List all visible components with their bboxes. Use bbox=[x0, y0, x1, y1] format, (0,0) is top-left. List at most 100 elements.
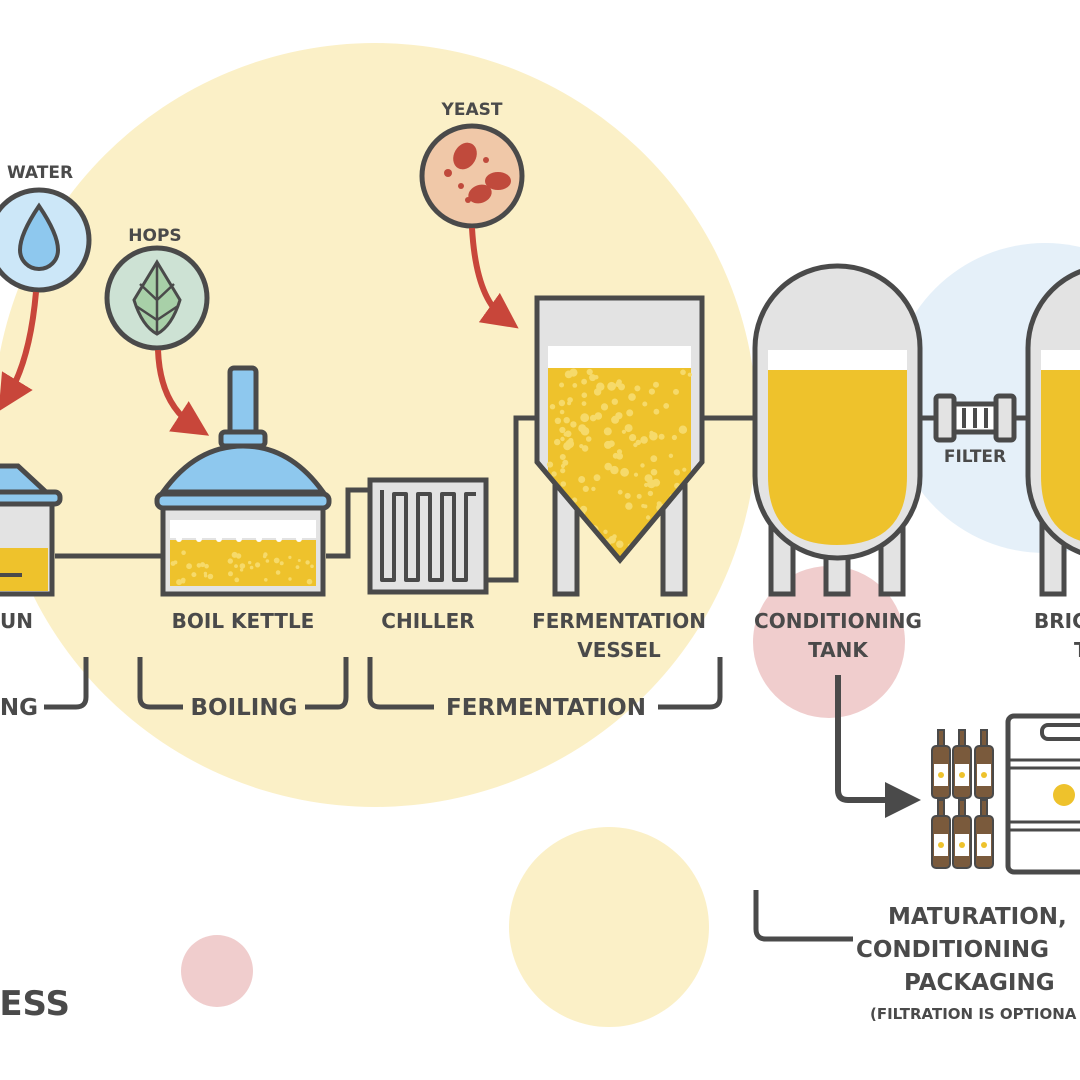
maturation-label-1: MATURATION, bbox=[888, 904, 1067, 930]
fermentation-stage-label: FERMENTATION bbox=[446, 695, 646, 721]
yeast-arrow bbox=[469, 227, 519, 329]
mash-tun bbox=[0, 463, 63, 597]
bubble bbox=[203, 574, 208, 578]
bubble bbox=[626, 409, 634, 417]
fermentation-vessel-label-2: VESSEL bbox=[577, 638, 661, 662]
bubble bbox=[621, 429, 627, 434]
bubble bbox=[558, 399, 566, 407]
bubble bbox=[653, 381, 659, 388]
fermentation-vessel bbox=[534, 295, 705, 597]
boil-kettle bbox=[154, 365, 332, 597]
bubble bbox=[559, 426, 566, 434]
bubble bbox=[181, 550, 186, 555]
bottle bbox=[974, 729, 994, 799]
bubble bbox=[560, 481, 567, 487]
pipe-chiller-to-fermenter bbox=[486, 415, 537, 583]
bubble bbox=[589, 374, 597, 382]
chiller-label: CHILLER bbox=[381, 609, 474, 633]
bubble bbox=[297, 559, 301, 562]
bubble bbox=[607, 381, 616, 391]
bubble bbox=[306, 578, 313, 585]
bubble bbox=[580, 426, 590, 436]
bubble bbox=[629, 434, 637, 442]
yeast-label: YEAST bbox=[441, 100, 503, 120]
bubble bbox=[310, 564, 314, 569]
bubble bbox=[549, 404, 556, 410]
bubble bbox=[582, 485, 589, 492]
bubble bbox=[581, 445, 589, 452]
bubble bbox=[305, 560, 310, 565]
bubble bbox=[645, 515, 651, 520]
bubble bbox=[624, 492, 631, 499]
bubble bbox=[663, 403, 670, 409]
bottles bbox=[931, 729, 994, 869]
bubble bbox=[207, 573, 214, 580]
filter bbox=[933, 393, 1017, 443]
bubble bbox=[176, 579, 183, 586]
bubble bbox=[653, 408, 660, 415]
boiling-stage-label: BOILING bbox=[191, 695, 298, 721]
maturation-label-3: PACKAGING bbox=[904, 970, 1055, 996]
bubble bbox=[581, 401, 587, 406]
title-text: ESS bbox=[0, 984, 70, 1024]
bubble bbox=[249, 565, 254, 570]
chiller bbox=[367, 477, 489, 595]
bubble bbox=[603, 529, 608, 534]
bubble bbox=[612, 452, 619, 459]
labels: WATER HOPS YEAST UN BOIL KETTLE CHILLER … bbox=[0, 100, 1080, 1024]
bubble bbox=[567, 397, 573, 403]
bubble bbox=[570, 421, 577, 428]
bubble bbox=[624, 424, 633, 433]
bubble bbox=[611, 398, 618, 405]
bright-tank bbox=[1025, 269, 1080, 597]
bubble bbox=[604, 462, 612, 471]
bubble bbox=[687, 372, 692, 377]
bg-circle-pink-small bbox=[181, 935, 253, 1007]
bracket-boiling-right bbox=[305, 657, 349, 710]
bubble bbox=[554, 438, 561, 446]
bubble bbox=[275, 570, 281, 575]
water-label: WATER bbox=[7, 163, 73, 183]
bubble bbox=[265, 559, 270, 563]
bubble bbox=[644, 482, 649, 488]
bubble bbox=[658, 433, 665, 440]
stage-brackets bbox=[44, 657, 853, 942]
bubble bbox=[228, 571, 233, 577]
ingredient-arrows bbox=[0, 227, 519, 436]
fermentation-vessel-label-1: FERMENTATION bbox=[532, 609, 706, 633]
bubble bbox=[551, 471, 557, 477]
bubble bbox=[559, 454, 566, 460]
bubble bbox=[640, 436, 648, 444]
bubble bbox=[635, 439, 641, 446]
bubble bbox=[594, 375, 599, 380]
bubble bbox=[591, 486, 596, 492]
bubble bbox=[170, 561, 176, 566]
water-arrow bbox=[0, 291, 39, 412]
bracket-boiling-left bbox=[137, 657, 183, 710]
bracket-maturation bbox=[753, 890, 853, 942]
bg-circle-pink bbox=[753, 566, 905, 718]
bubble bbox=[560, 468, 566, 474]
bubble bbox=[680, 369, 686, 376]
bubble bbox=[644, 474, 653, 483]
bubble bbox=[641, 503, 646, 508]
bottle bbox=[931, 799, 951, 869]
bubble bbox=[568, 437, 574, 444]
bubble bbox=[235, 553, 242, 559]
bubble bbox=[564, 370, 573, 379]
keg bbox=[1005, 713, 1080, 875]
bubble bbox=[554, 417, 562, 424]
bubble bbox=[615, 382, 620, 387]
bubble bbox=[628, 393, 636, 401]
bubble bbox=[581, 392, 588, 399]
conditioning-tank-label-1: CONDITIONING bbox=[754, 609, 922, 633]
conditioning-tank-label-2: TANK bbox=[808, 638, 869, 662]
bottle bbox=[974, 799, 994, 869]
bubble bbox=[578, 476, 586, 483]
bubble bbox=[616, 540, 624, 548]
bubble bbox=[196, 563, 202, 568]
bubble bbox=[248, 560, 252, 565]
bubble bbox=[682, 467, 687, 472]
bubble bbox=[234, 564, 238, 568]
